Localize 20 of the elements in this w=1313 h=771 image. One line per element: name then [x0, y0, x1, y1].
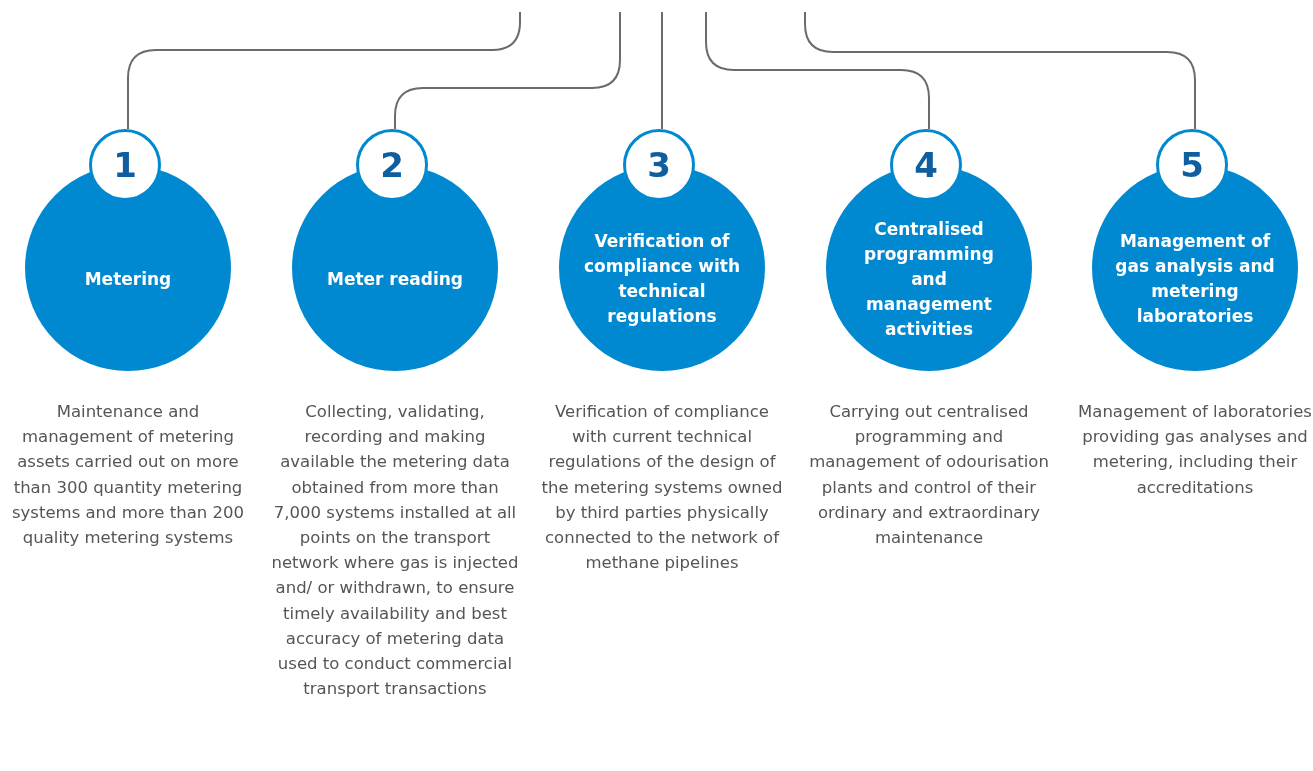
- step-description: Collecting, validating, recording and making available the metering data obtained from more than 7,000 systems installed at all points on the transport network where gas is injected and/ or withdrawn, to ensure timely availability and best accuracy of metering data used to conduct commercial transport transactions: [270, 401, 520, 701]
- step-number-badge: 2: [356, 129, 428, 201]
- connector-line: [394, 11, 621, 130]
- step-description: Maintenance and management of metering assets carried out on more than 300 quantity metering systems and more than 200 quality metering systems: [11, 401, 245, 549]
- step-number-badge: 5: [1156, 129, 1228, 201]
- step-title: Centralised programming and management activities: [863, 217, 995, 341]
- step-number-badge: 4: [890, 129, 962, 201]
- connector-line: [705, 11, 930, 130]
- step-number-badge: 1: [89, 129, 161, 201]
- connector-line: [127, 11, 521, 130]
- step-number-badge: 3: [623, 129, 695, 201]
- connector-line: [661, 11, 663, 130]
- step-description: Verification of compliance with current technical regulations of the design of the metering systems owned by third parties physically connected to the network of methane pipelines: [540, 401, 784, 575]
- step-title: Meter reading: [325, 267, 465, 291]
- connector-line: [804, 11, 1196, 130]
- step-description: Management of laboratories providing gas analyses and metering, including their accreditations: [1077, 401, 1313, 499]
- step-title: Metering: [83, 267, 173, 291]
- step-title: Management of gas analysis and metering laboratories: [1115, 230, 1275, 328]
- step-title: Verification of compliance with technical regulations: [582, 230, 742, 328]
- step-description: Carrying out centralised programming and management of odourisation plants and control of their ordinary and extraordinary maintenance: [808, 401, 1050, 549]
